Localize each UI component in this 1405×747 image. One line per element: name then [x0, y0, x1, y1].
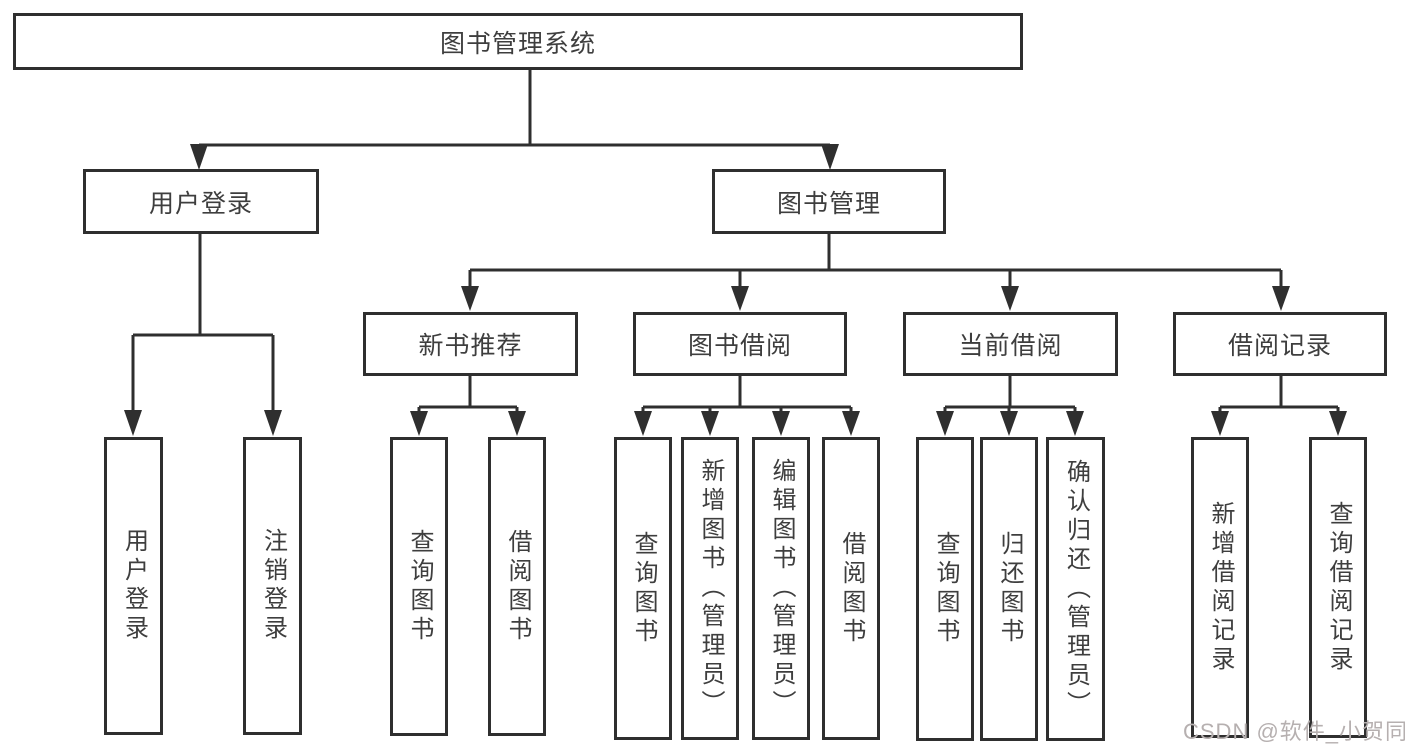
node-user-login: 用户登录	[83, 169, 319, 234]
leaf-borrow-books-2-label: 借阅图书	[838, 530, 865, 647]
leaf-query-borrow-record: 查询借阅记录	[1309, 437, 1367, 738]
leaf-user-login-label: 用户登录	[120, 528, 148, 644]
leaf-borrow-books-1-label: 借阅图书	[504, 528, 531, 645]
leaf-query-books-3-label: 查询图书	[932, 531, 959, 647]
leaf-return-books-label: 归还图书	[996, 531, 1023, 647]
node-user-login-label: 用户登录	[148, 189, 253, 218]
node-book-management: 图书管理	[712, 169, 946, 234]
edge-user-login-to-leaves	[131, 233, 275, 412]
node-new-book-recommend-label: 新书推荐	[418, 332, 523, 360]
edge-borrow-records-to-leaves	[1218, 376, 1340, 412]
leaf-add-books-admin: 新增图书（管理员）	[681, 437, 739, 740]
leaf-query-books-2-label: 查询图书	[630, 530, 657, 647]
node-book-management-label: 图书管理	[776, 189, 881, 218]
leaf-user-login: 用户登录	[104, 437, 163, 735]
leaf-add-borrow-record: 新增借阅记录	[1191, 437, 1249, 738]
edge-book-mgmt-arrowheads	[461, 286, 1290, 311]
node-root-label: 图书管理系统	[439, 29, 596, 58]
node-book-borrow: 图书借阅	[633, 312, 847, 376]
edge-new-books-to-leaves	[417, 376, 519, 412]
leaf-query-books-1: 查询图书	[390, 437, 448, 736]
edge-root-arrowheads	[190, 144, 839, 170]
leaf-query-books-1-label: 查询图书	[406, 528, 433, 645]
edge-user-login-arrowheads	[124, 410, 282, 436]
node-current-borrow-label: 当前借阅	[958, 332, 1063, 360]
leaf-return-books: 归还图书	[980, 437, 1038, 741]
leaf-logout: 注销登录	[243, 437, 302, 735]
leaf-edit-books-admin: 编辑图书（管理员）	[752, 437, 810, 740]
node-current-borrow: 当前借阅	[903, 312, 1118, 376]
node-root: 图书管理系统	[13, 13, 1023, 70]
edge-root-to-level2	[199, 69, 830, 147]
leaf-confirm-return-admin-label: 确认归还（管理员）	[1062, 458, 1090, 720]
leaf-confirm-return-admin: 确认归还（管理员）	[1046, 437, 1105, 741]
edge-borrow-records-arrowheads	[1211, 411, 1347, 436]
node-borrow-records: 借阅记录	[1173, 312, 1387, 376]
edge-book-borrow-to-leaves	[641, 376, 853, 412]
leaf-query-books-2: 查询图书	[614, 437, 672, 740]
edge-book-borrow-arrowheads	[634, 411, 860, 436]
node-new-book-recommend: 新书推荐	[363, 312, 578, 376]
edge-book-mgmt-to-level3	[468, 233, 1283, 288]
leaf-borrow-books-1: 借阅图书	[488, 437, 546, 736]
node-borrow-records-label: 借阅记录	[1227, 332, 1332, 360]
node-book-borrow-label: 图书借阅	[687, 332, 792, 360]
csdn-watermark: CSDN @软件_小贺同学	[1183, 719, 1405, 744]
leaf-edit-books-admin-label: 编辑图书（管理员）	[768, 458, 795, 719]
leaf-add-books-admin-label: 新增图书（管理员）	[697, 458, 724, 719]
edge-current-borrow-arrowheads	[936, 411, 1084, 436]
edge-current-borrow-to-leaves	[943, 376, 1077, 412]
leaf-logout-label: 注销登录	[259, 528, 287, 644]
leaf-borrow-books-2: 借阅图书	[822, 437, 880, 740]
leaf-add-borrow-record-label: 新增借阅记录	[1207, 500, 1234, 675]
leaf-query-books-3: 查询图书	[916, 437, 974, 741]
leaf-query-borrow-record-label: 查询借阅记录	[1325, 500, 1352, 675]
edge-new-books-arrowheads	[410, 411, 526, 436]
